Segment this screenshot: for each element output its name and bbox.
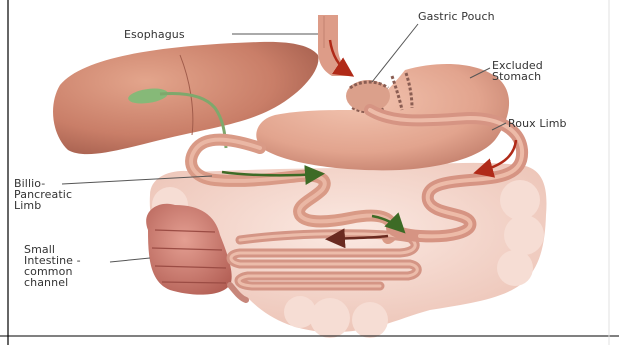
small-intestine-label: Small Intestine - common channel <box>24 244 81 288</box>
roux-limb-label: Roux Limb <box>508 118 567 129</box>
gastric-pouch-label: Gastric Pouch <box>418 11 495 22</box>
esophagus-label: Esophagus <box>124 29 185 40</box>
excluded-stomach-label: Excluded Stomach <box>492 60 543 82</box>
biliopancreatic-limb-label: Billio- Pancreatic Limb <box>14 178 72 211</box>
